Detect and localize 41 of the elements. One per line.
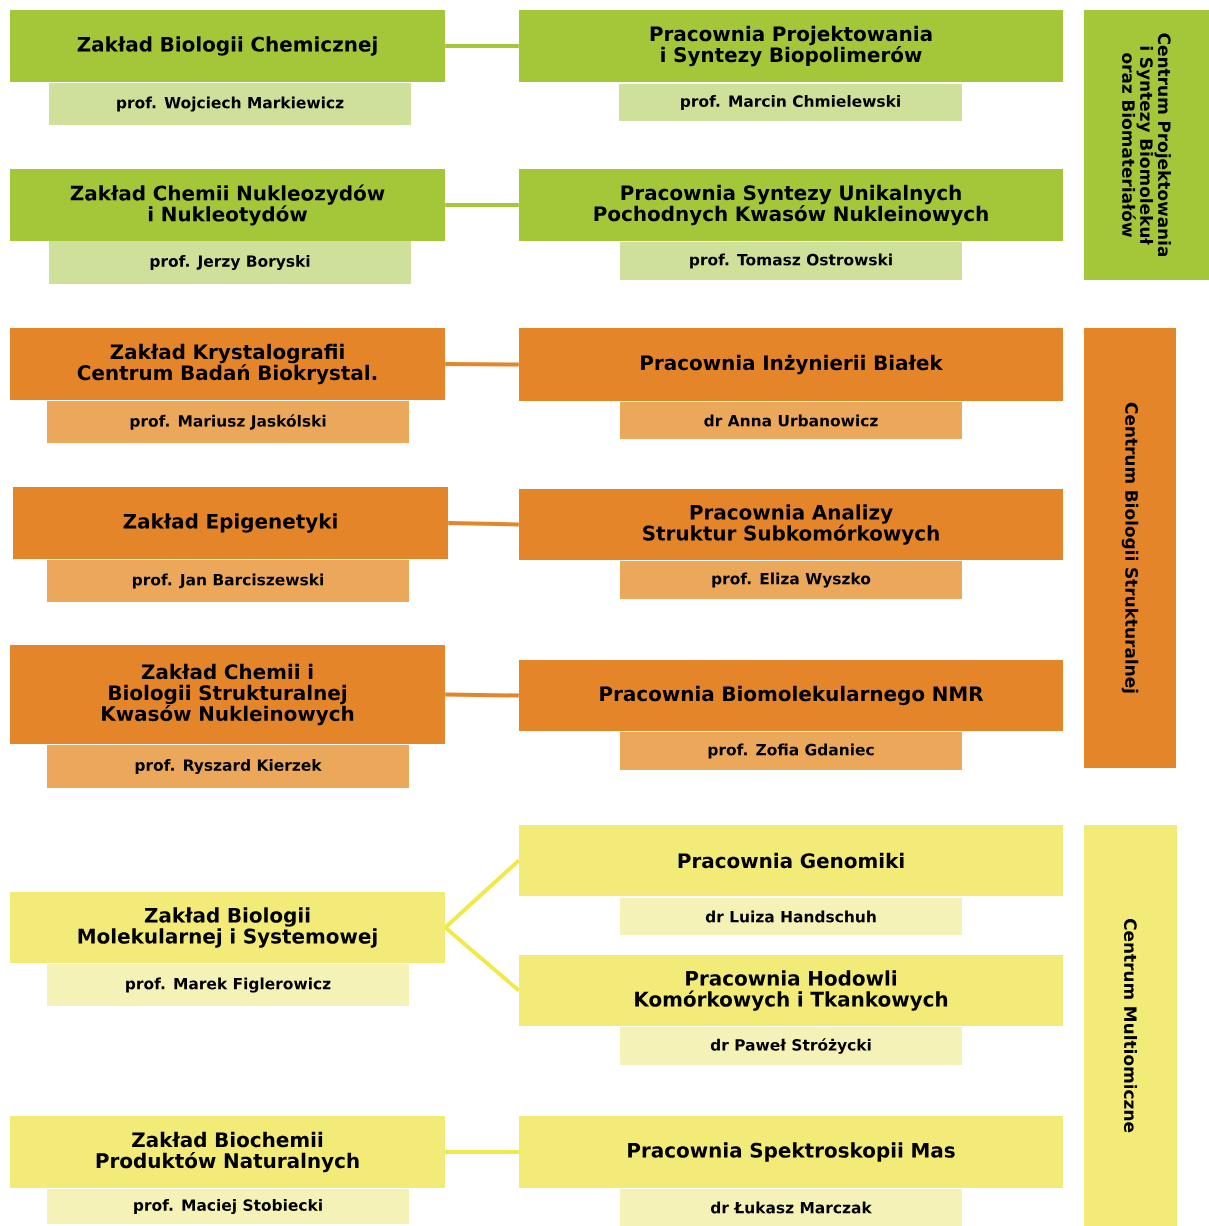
unit-box: Zakład Chemii i Biologii Strukturalnej Kwasów Nukleinowych <box>10 645 445 744</box>
unit-box: Pracownia Syntezy Unikalnych Pochodnych Kwasów Nukleinowych <box>519 169 1063 241</box>
unit-box: Zakład Krystalografii Centrum Badań Biokrystal. <box>10 328 445 400</box>
name-box: prof. Tomasz Ostrowski <box>620 242 962 280</box>
name-box: prof. Mariusz Jaskólski <box>47 401 409 443</box>
unit-box: Pracownia Spektroskopii Mas <box>519 1116 1063 1188</box>
name-box: prof. Ryszard Kierzek <box>47 745 409 788</box>
connector-line <box>448 521 519 527</box>
unit-box: Pracownia Genomiki <box>519 825 1063 896</box>
unit-box: Zakład Epigenetyki <box>13 487 448 559</box>
name-box: prof. Maciej Stobiecki <box>47 1189 409 1224</box>
unit-box: Zakład Biologii Molekularnej i Systemowej <box>10 892 445 963</box>
name-box: prof. Jan Barciszewski <box>47 560 409 602</box>
unit-box: Zakład Biochemii Produktów Naturalnych <box>10 1116 445 1188</box>
connector-line <box>445 44 519 48</box>
connector-line <box>445 692 519 698</box>
connector-line <box>443 926 521 993</box>
center-band: Centrum Projektowania i Syntezy Biomolekuł oraz Biomateriałów <box>1084 10 1209 280</box>
name-box: prof. Marek Figlerowicz <box>47 964 409 1006</box>
name-box: prof. Wojciech Markiewicz <box>49 83 411 125</box>
unit-box: Pracownia Inżynierii Białek <box>519 328 1063 401</box>
center-band: Centrum Biologii Strukturalnej <box>1084 328 1176 768</box>
name-box: prof. Marcin Chmielewski <box>619 84 962 121</box>
unit-box: Zakład Chemii Nukleozydów i Nukleotydów <box>10 169 445 241</box>
name-box: dr Anna Urbanowicz <box>620 402 962 439</box>
unit-box: Pracownia Analizy Struktur Subkomórkowych <box>519 489 1063 560</box>
name-box: dr Paweł Stróżycki <box>620 1027 962 1065</box>
name-box: dr Luiza Handschuh <box>620 898 962 935</box>
connector-line <box>445 1150 519 1154</box>
unit-box: Pracownia Hodowli Komórkowych i Tkankowych <box>519 955 1063 1026</box>
center-band: Centrum Multiomiczne <box>1084 825 1177 1226</box>
unit-box: Pracownia Projektowania i Syntezy Biopolimerów <box>519 10 1063 82</box>
name-box: prof. Jerzy Boryski <box>49 241 411 284</box>
name-box: prof. Eliza Wyszko <box>620 561 962 599</box>
unit-box: Pracownia Biomolekularnego NMR <box>519 660 1063 731</box>
name-box: dr Łukasz Marczak <box>620 1189 962 1226</box>
unit-box: Zakład Biologii Chemicznej <box>10 10 445 82</box>
name-box: prof. Zofia Gdaniec <box>620 732 962 770</box>
connector-line <box>443 859 521 929</box>
connector-line <box>445 203 519 207</box>
connector-line <box>445 362 519 367</box>
